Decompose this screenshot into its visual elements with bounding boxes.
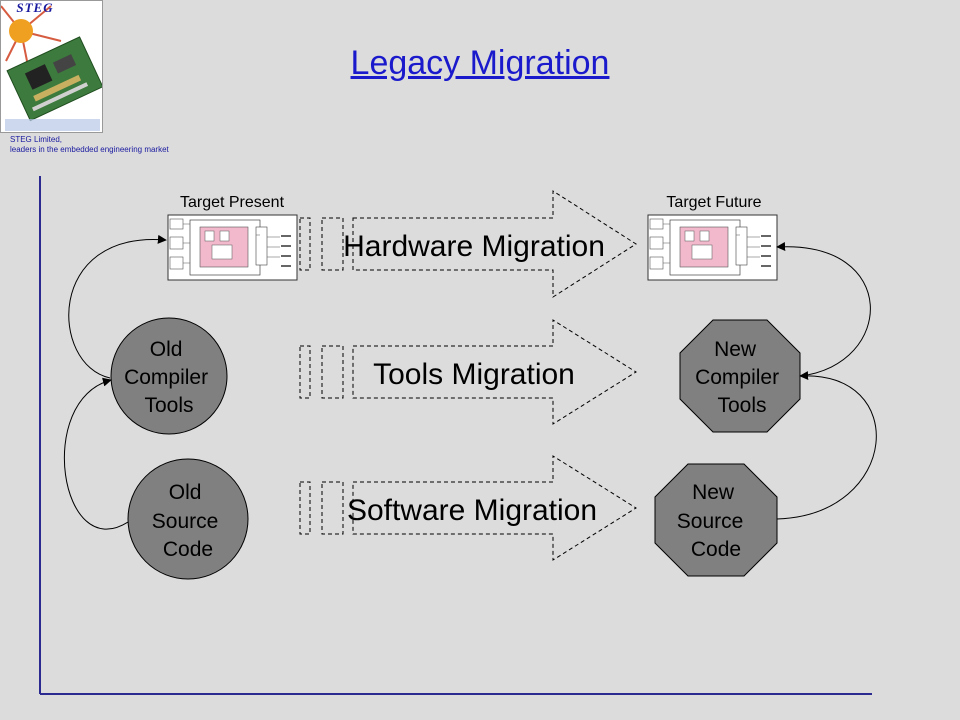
hardware-migration-label: Hardware Migration — [343, 230, 605, 263]
software-migration-arrow — [299, 455, 637, 561]
target-future-board-icon — [647, 214, 778, 281]
circuit-board-logo-icon — [1, 1, 102, 132]
svg-text:Old Compiler Tools: Old Compiler Tools — [124, 338, 214, 417]
svg-text:New Compiler Tools: New Compiler Tools — [695, 338, 785, 417]
old-source-to-old-compiler-connector — [63, 377, 129, 530]
svg-text:New Source Code: New Source Code — [677, 481, 749, 561]
target-present-board-icon — [167, 214, 298, 281]
new-source-code-node: New Source Code — [654, 463, 778, 577]
company-name: STEG Limited, — [10, 135, 63, 144]
target-future-label: Target Future — [666, 194, 761, 211]
old-compiler-to-present-connector — [68, 234, 167, 379]
hardware-migration-arrow — [299, 190, 637, 298]
new-source-to-new-compiler-connector — [776, 371, 877, 520]
software-migration-label: Software Migration — [347, 494, 597, 527]
old-compiler-tools-node: Old Compiler Tools — [110, 317, 228, 435]
svg-text:Old Source Code: Old Source Code — [152, 481, 224, 561]
new-compiler-to-future-connector — [776, 242, 871, 377]
company-info: STEG Limited, leaders in the embedded en… — [10, 135, 169, 155]
target-present-label: Target Present — [180, 194, 285, 211]
slide-title[interactable]: Legacy Migration — [350, 44, 610, 82]
old-source-code-node: Old Source Code — [127, 458, 249, 580]
tools-migration-label: Tools Migration — [373, 358, 575, 391]
company-tagline: leaders in the embedded engineering mark… — [10, 145, 169, 154]
steg-logo: STEG — [0, 0, 103, 133]
tools-migration-arrow — [299, 319, 637, 425]
logo-word: STEG — [16, 0, 54, 15]
new-compiler-tools-node: New Compiler Tools — [679, 319, 801, 433]
